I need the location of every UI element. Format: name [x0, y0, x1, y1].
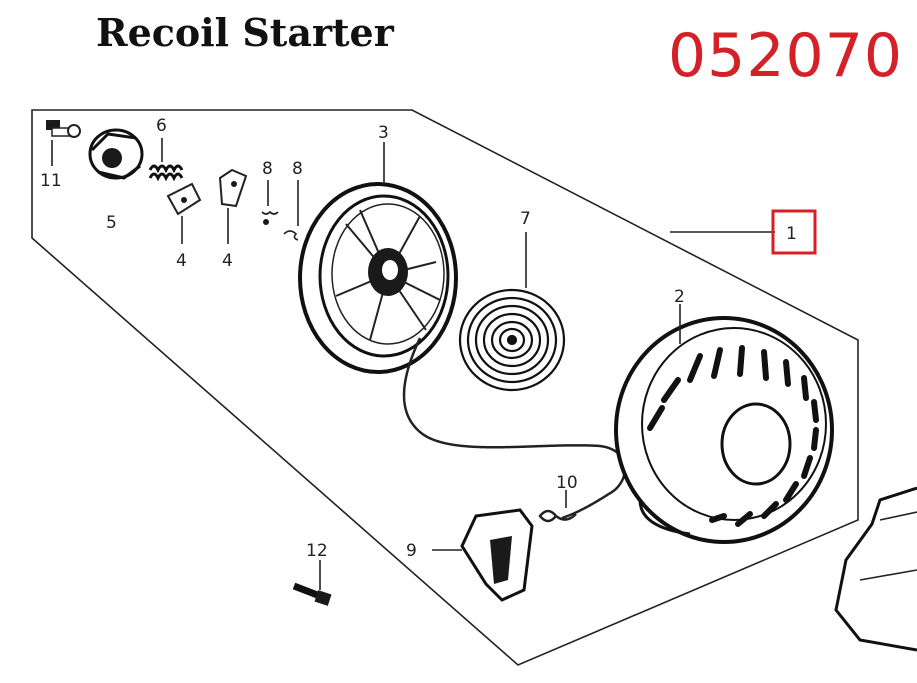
- part-3-reel: [298, 182, 458, 374]
- part-2-starter-housing: [614, 316, 834, 544]
- callout-12: 12: [306, 541, 328, 561]
- callout-11: 11: [40, 171, 62, 191]
- callout-1: 1: [786, 224, 797, 244]
- part-8b-spring: [283, 230, 299, 241]
- part-5-ratchet: [88, 128, 144, 180]
- part-7-spiral-spring: [458, 288, 566, 392]
- starter-rope: [402, 337, 627, 520]
- part-4b-pawl: [218, 168, 248, 208]
- callout-4b: 4: [222, 251, 233, 271]
- callout-5: 5: [106, 213, 117, 233]
- part-4a-pawl: [166, 182, 202, 216]
- callout-6: 6: [156, 116, 167, 136]
- callout-4a: 4: [176, 251, 187, 271]
- callout-7: 7: [520, 209, 531, 229]
- part-10-rope-knot: [538, 509, 577, 523]
- callout-9: 9: [406, 541, 417, 561]
- part-6-spring: [148, 164, 184, 182]
- part-1-highlight-box: [771, 209, 817, 255]
- callout-10: 10: [556, 473, 578, 493]
- callout-8b: 8: [292, 159, 303, 179]
- part-11-bolt: [46, 120, 81, 138]
- part-number: 052070: [668, 21, 904, 91]
- part-9-handle: [460, 508, 534, 602]
- callout-8a: 8: [262, 159, 273, 179]
- part-8a-spring: [261, 210, 279, 225]
- diagram-title: Recoil Starter: [96, 10, 394, 55]
- callout-3: 3: [378, 123, 389, 143]
- engine-shroud-fragment: [834, 486, 917, 652]
- assembly-outline: [31, 109, 859, 666]
- callout-2: 2: [674, 287, 685, 307]
- part-12-flange-bolt: [292, 582, 332, 606]
